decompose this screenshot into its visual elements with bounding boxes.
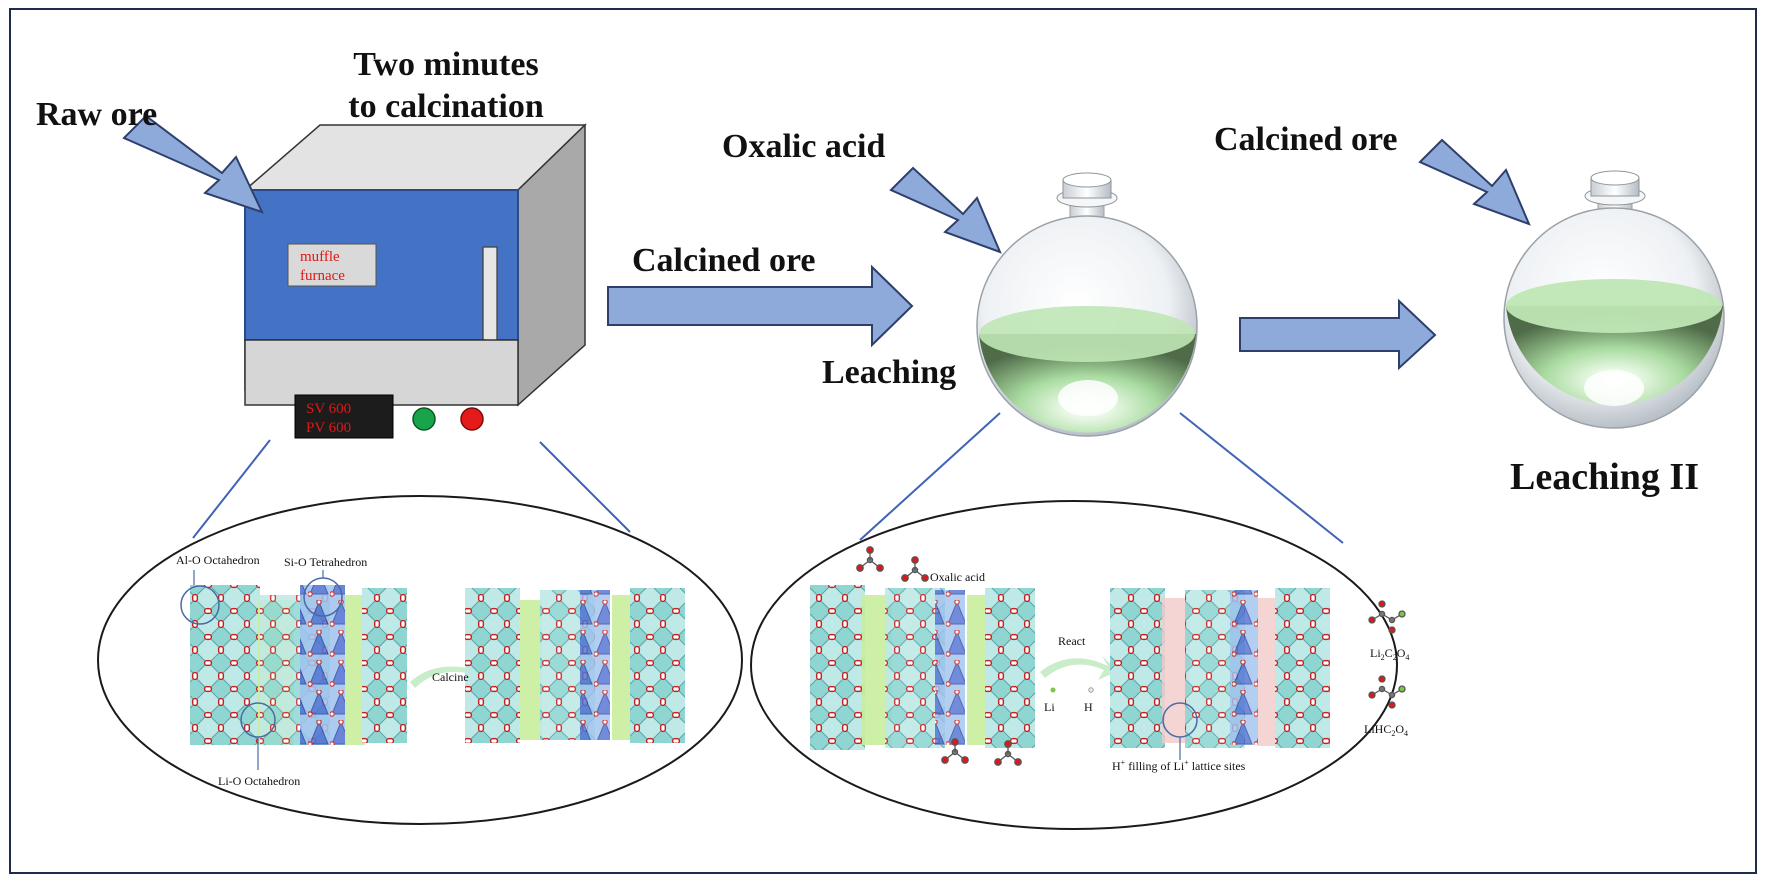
- red-indicator: [460, 407, 484, 431]
- calcine-arrow: [410, 664, 500, 688]
- control-panel: [244, 339, 519, 406]
- label-oxalic-acid: Oxalic acid: [722, 128, 886, 165]
- zoom-connectors: [192, 412, 1344, 544]
- label-lihc2o4: LiHC2O4: [1364, 722, 1408, 738]
- flask-leaching: [976, 172, 1198, 437]
- label-li-o-octahedron: Li-O Octahedron: [218, 774, 300, 788]
- structure-before-calcination: [180, 570, 407, 770]
- arrow-raw-ore: [122, 114, 264, 214]
- display-pv: PV 600: [306, 420, 351, 436]
- label-react: React: [1058, 634, 1086, 648]
- label-oxalic-acid-small: Oxalic acid: [930, 570, 985, 584]
- inset-calcination-structure: [97, 495, 743, 825]
- label-h-filling: H+ filling of Li+ lattice sites: [1112, 758, 1246, 773]
- label-raw-ore: Raw ore: [36, 96, 158, 133]
- label-calcination-line2: to calcination: [348, 88, 544, 125]
- label-calcine: Calcine: [432, 670, 469, 684]
- furnace-label-line1: muffle: [300, 249, 340, 265]
- product-molecules: [1368, 600, 1406, 709]
- structure-after-reaction: [1110, 588, 1330, 760]
- temperature-display: [294, 394, 394, 439]
- flask-leaching-2: [1503, 170, 1725, 429]
- label-al-o-octahedron: Al-O Octahedron: [176, 553, 260, 567]
- label-h: H: [1084, 700, 1093, 714]
- furnace-label-line2: furnace: [300, 268, 345, 284]
- arrow-calcined-ore-1: [607, 264, 914, 348]
- react-arrow: [1040, 656, 1118, 680]
- label-si-o-tetrahedron: Si-O Tetrahedron: [284, 555, 367, 569]
- arrow-calcined-ore-2: [1418, 138, 1531, 226]
- structure-before-reaction: [810, 585, 1035, 750]
- label-leaching-2: Leaching II: [1510, 456, 1699, 498]
- figure-frame: [9, 8, 1757, 874]
- h-ion: [1088, 687, 1094, 693]
- inset-leaching-structure: [750, 500, 1406, 830]
- green-indicator: [412, 407, 436, 431]
- li-ion: [1050, 687, 1056, 693]
- label-leaching: Leaching: [822, 354, 957, 391]
- label-calcined-ore-1: Calcined ore: [632, 242, 816, 279]
- oxalic-acid-molecules: [856, 546, 1022, 766]
- muffle-furnace: [242, 123, 587, 439]
- arrow-oxalic-acid: [889, 166, 1002, 254]
- label-calcined-ore-2: Calcined ore: [1214, 121, 1398, 158]
- structure-after-calcination: [465, 588, 685, 743]
- label-calcination-line1: Two minutes: [353, 46, 539, 83]
- furnace-door: [244, 189, 519, 341]
- furnace-label-plate: [287, 243, 377, 287]
- process-arrows: [122, 114, 1531, 371]
- label-li2c2o4: Li2C2O4: [1370, 646, 1409, 662]
- display-sv: SV 600: [306, 401, 351, 417]
- arrow-leaching-2: [1239, 298, 1437, 371]
- label-li: Li: [1044, 700, 1055, 714]
